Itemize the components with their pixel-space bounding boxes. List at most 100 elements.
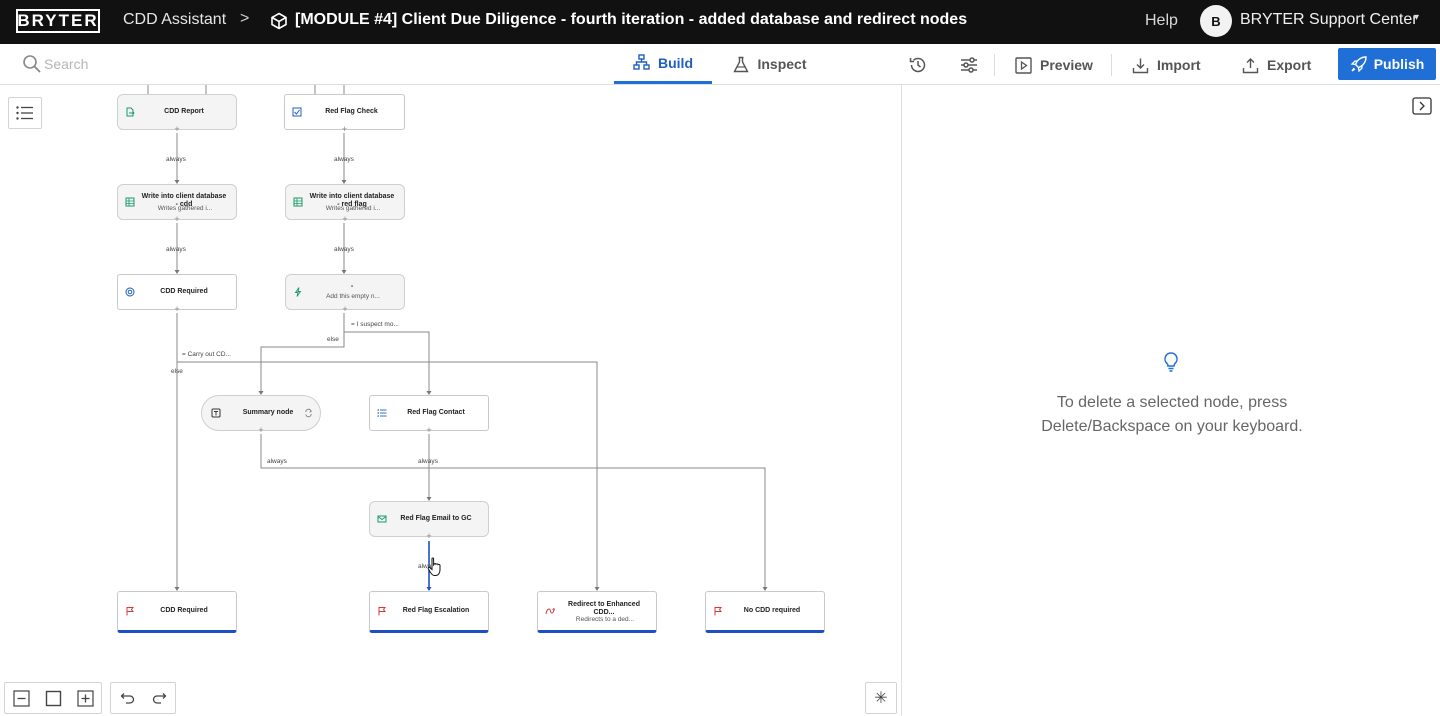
edge-label: always xyxy=(166,246,186,253)
upload-icon xyxy=(1242,57,1259,73)
export-label: Export xyxy=(1267,57,1312,73)
node-red-flag-contact[interactable]: Red Flag Contact + xyxy=(369,395,489,435)
document-export-icon xyxy=(126,107,135,117)
zoom-in-icon[interactable] xyxy=(76,689,94,707)
toolbar-divider xyxy=(1111,54,1112,76)
caret-down-icon[interactable]: ▾ xyxy=(1414,12,1420,23)
tab-inspect[interactable]: Inspect xyxy=(724,44,816,84)
node-title: CDD Required xyxy=(160,288,208,295)
node-title: Red Flag Email to GC xyxy=(400,515,472,522)
add-node-plus[interactable]: + xyxy=(174,214,180,224)
import-label: Import xyxy=(1157,57,1201,73)
module-title: [MODULE #4] Client Due Diligence - fourt… xyxy=(295,11,968,28)
node-title: Red Flag Escalation xyxy=(402,607,470,614)
node-title: - xyxy=(350,283,354,290)
node-red-flag-escalation[interactable]: Red Flag Escalation xyxy=(369,591,489,633)
node-write-cdd[interactable]: Write into client database - cdd Writes … xyxy=(117,184,237,224)
node-subtitle: Writes gathered i... xyxy=(157,205,213,212)
flow-diagram-icon xyxy=(633,54,650,70)
rocket-icon xyxy=(1350,56,1367,73)
collapse-panel-icon[interactable] xyxy=(1412,97,1432,115)
loop-icon xyxy=(305,408,312,418)
help-link[interactable]: Help xyxy=(1145,12,1178,29)
delete-node-tip: To delete a selected node, press Delete/… xyxy=(1041,394,1303,435)
node-summary[interactable]: Summary node + xyxy=(201,395,321,435)
breadcrumb-app-link[interactable]: CDD Assistant xyxy=(123,11,227,28)
properties-panel: To delete a selected node, press Delete/… xyxy=(901,85,1440,716)
tab-build[interactable]: Build xyxy=(614,44,712,84)
node-title: Write into client database - cdd xyxy=(141,193,227,208)
asterisk-icon: ✳ xyxy=(874,690,888,707)
download-icon xyxy=(1132,58,1149,73)
tab-inspect-label: Inspect xyxy=(757,56,807,72)
add-node-plus[interactable]: + xyxy=(426,425,432,435)
lightning-icon xyxy=(294,287,302,297)
node-write-red-flag[interactable]: Write into client database - red flag Wr… xyxy=(285,184,405,224)
add-node-plus[interactable]: + xyxy=(426,531,432,541)
node-title: Summary node xyxy=(242,409,294,416)
preview-button[interactable]: Preview xyxy=(1015,52,1093,78)
edge-label: always xyxy=(418,458,438,465)
add-node-plus[interactable]: + xyxy=(342,214,348,224)
node-title: Red Flag Check xyxy=(325,108,378,115)
publish-label: Publish xyxy=(1373,56,1425,72)
node-red-flag-check[interactable]: Red Flag Check + xyxy=(284,94,405,134)
flow-edges xyxy=(147,85,768,591)
flag-icon xyxy=(378,607,386,616)
top-bar: BRYTER CDD Assistant > [MODULE #4] Clien… xyxy=(0,0,1440,44)
node-red-flag-email[interactable]: Red Flag Email to GC + xyxy=(369,501,489,541)
zoom-controls xyxy=(4,682,102,714)
toolbar: Build Inspect Preview Import xyxy=(0,44,1440,85)
add-node-plus[interactable]: + xyxy=(174,124,180,134)
search-input[interactable] xyxy=(44,52,344,76)
target-icon xyxy=(125,287,135,297)
import-button[interactable]: Import xyxy=(1132,52,1201,78)
node-title: Write into client database - red flag xyxy=(309,193,395,208)
preview-label: Preview xyxy=(1040,57,1093,73)
zoom-out-icon[interactable] xyxy=(12,689,30,707)
add-node-plus[interactable]: + xyxy=(174,304,180,314)
node-cdd-required-end[interactable]: CDD Required xyxy=(117,591,237,633)
publish-button[interactable]: Publish xyxy=(1338,48,1436,80)
node-no-cdd-required[interactable]: No CDD required xyxy=(705,591,825,633)
search-icon xyxy=(23,55,41,73)
edge-label: else xyxy=(171,368,183,375)
history-controls xyxy=(110,682,176,714)
database-table-icon xyxy=(293,197,303,207)
node-subtitle: Writes gathered i... xyxy=(325,205,381,212)
outline-toggle-button[interactable] xyxy=(8,97,42,129)
breadcrumb-chevron-icon: > xyxy=(240,10,250,27)
flow-canvas[interactable]: CDD Report + Red Flag Check + Write into… xyxy=(0,85,901,716)
node-title: No CDD required xyxy=(743,607,801,614)
node-cdd-required-decision[interactable]: CDD Required + xyxy=(117,274,237,314)
node-empty-action[interactable]: - Add this empty n... + xyxy=(285,274,405,314)
edge-label: = Carry out CD... xyxy=(182,351,231,358)
toolbar-divider xyxy=(994,54,995,76)
edge-label: else xyxy=(327,336,339,343)
fit-view-icon[interactable] xyxy=(45,690,62,707)
node-cdd-report[interactable]: CDD Report + xyxy=(117,94,237,134)
node-subtitle: Add this empty n... xyxy=(326,293,380,300)
node-title: CDD Required xyxy=(160,607,208,614)
flag-icon xyxy=(714,607,722,616)
summary-document-icon xyxy=(211,408,221,418)
flag-icon xyxy=(126,607,134,616)
node-title: Redirect to Enhanced CDD... xyxy=(568,601,640,616)
redo-icon[interactable] xyxy=(152,692,167,705)
add-node-plus[interactable]: + xyxy=(258,425,264,435)
export-button[interactable]: Export xyxy=(1242,52,1311,78)
bryter-logo[interactable]: BRYTER xyxy=(16,9,100,33)
node-title: CDD Report xyxy=(164,108,204,115)
account-menu[interactable]: BRYTER Support Center xyxy=(1240,11,1418,28)
settings-sliders-icon[interactable] xyxy=(959,55,979,75)
canvas-options-button[interactable]: ✳ xyxy=(865,682,897,714)
node-redirect-enhanced-cdd[interactable]: Redirect to Enhanced CDD... Redirects to… xyxy=(537,591,657,633)
list-icon xyxy=(16,106,33,120)
avatar[interactable]: B xyxy=(1200,5,1232,37)
history-icon[interactable] xyxy=(908,55,928,75)
node-subtitle: Redirects to a ded... xyxy=(575,616,635,623)
undo-icon[interactable] xyxy=(120,692,135,705)
add-node-plus[interactable]: + xyxy=(342,304,348,314)
flask-icon xyxy=(733,56,750,72)
add-node-plus[interactable]: + xyxy=(341,124,348,134)
